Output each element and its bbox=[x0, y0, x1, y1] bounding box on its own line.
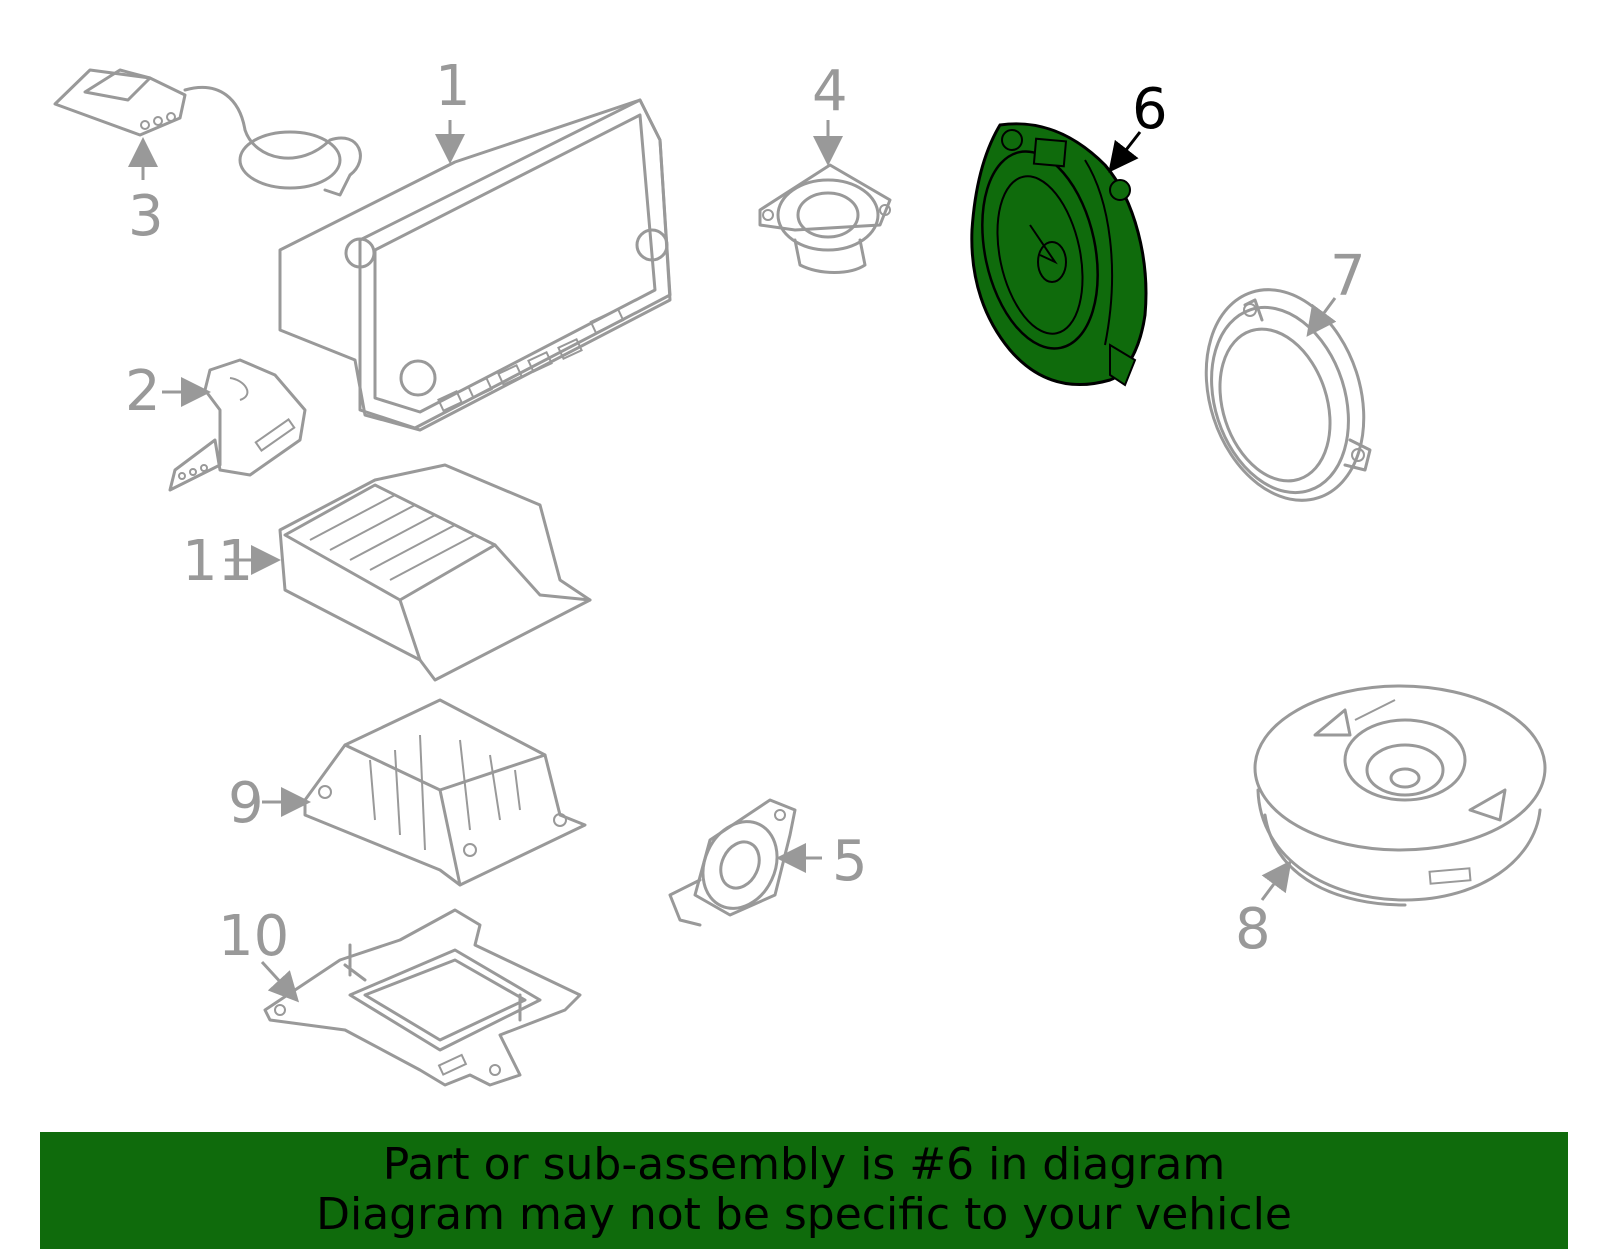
part-5-small-speaker[interactable] bbox=[668, 798, 797, 927]
callout-11: 11 bbox=[182, 529, 253, 594]
callout-4: 4 bbox=[812, 59, 848, 124]
callout-7: 7 bbox=[1330, 244, 1366, 309]
callout-10: 10 bbox=[218, 904, 289, 969]
callout-9: 9 bbox=[228, 771, 264, 836]
part-11-amplifier[interactable] bbox=[278, 463, 592, 682]
part-4-tweeter[interactable] bbox=[758, 163, 892, 274]
callout-8: 8 bbox=[1235, 897, 1271, 962]
info-banner: Part or sub-assembly is #6 in diagram Di… bbox=[40, 1132, 1568, 1249]
callout-3: 3 bbox=[128, 184, 164, 249]
part-7-speaker-ring[interactable] bbox=[1180, 269, 1389, 521]
callout-6: 6 bbox=[1132, 77, 1168, 142]
leader-8 bbox=[1260, 860, 1292, 901]
banner-line-2: Diagram may not be specific to your vehi… bbox=[316, 1189, 1292, 1240]
part-3-harness[interactable] bbox=[53, 68, 362, 197]
part-10-mounting-plate[interactable] bbox=[263, 908, 582, 1087]
callout-2: 2 bbox=[125, 359, 161, 424]
part-2-bracket[interactable] bbox=[168, 358, 307, 492]
leader-6 bbox=[1108, 131, 1142, 173]
part-8-subwoofer[interactable] bbox=[1253, 684, 1547, 907]
part-6-door-speaker[interactable] bbox=[965, 122, 1148, 387]
leader-10 bbox=[260, 960, 300, 1003]
callout-5: 5 bbox=[832, 829, 868, 894]
leader-7 bbox=[1306, 297, 1337, 337]
callout-1: 1 bbox=[435, 54, 471, 119]
part-1-display-unit[interactable] bbox=[278, 98, 672, 432]
banner-line-1: Part or sub-assembly is #6 in diagram bbox=[382, 1139, 1226, 1190]
part-9-control-module[interactable] bbox=[303, 698, 587, 887]
